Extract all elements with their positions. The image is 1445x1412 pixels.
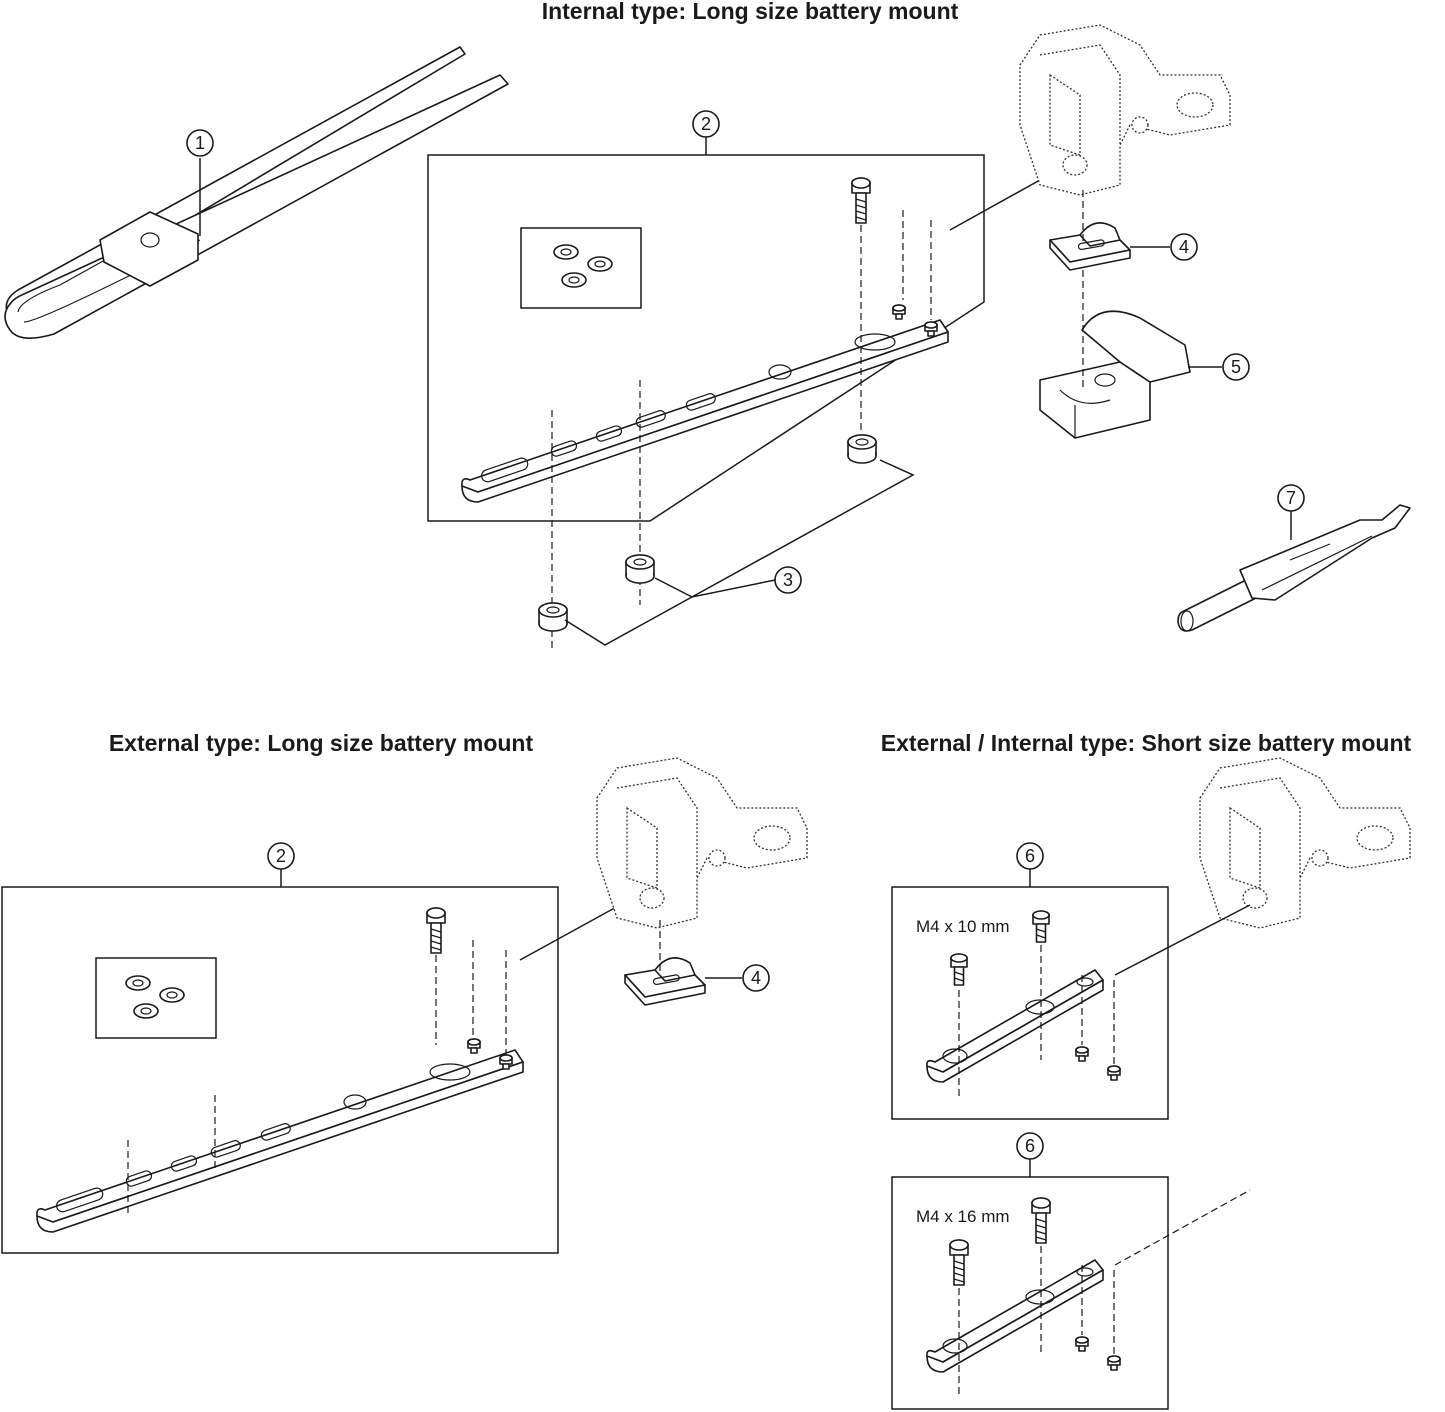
part-5-cover [1039, 310, 1191, 439]
callout-2-internal: 2 [692, 110, 720, 138]
screw-10mm-a [1075, 1046, 1089, 1062]
callout-6-lower: 6 [1016, 1132, 1044, 1160]
part-1-rod [4, 46, 509, 339]
spacer-c [538, 602, 568, 632]
svg-text:2: 2 [701, 114, 711, 134]
callout-2-external: 2 [267, 842, 295, 870]
bolt-16mm-b [1031, 1197, 1051, 1244]
battery-holder-external [596, 757, 808, 929]
callout-7: 7 [1277, 484, 1305, 512]
screw-10mm-b [1107, 1065, 1121, 1081]
screw-internal-a [892, 304, 906, 320]
battery-holder-short [1199, 757, 1411, 929]
svg-text:5: 5 [1231, 357, 1241, 377]
svg-text:7: 7 [1286, 488, 1296, 508]
washer-box-external [95, 957, 217, 1039]
strap-plate-internal [461, 319, 949, 503]
svg-text:3: 3 [783, 570, 793, 590]
callout-3: 3 [774, 566, 802, 594]
strap-plate-external [36, 1049, 524, 1233]
strap-plate-short-10mm [926, 969, 1104, 1083]
bolt-10mm-b [1032, 910, 1050, 943]
svg-text:2: 2 [276, 846, 286, 866]
callout-6-upper: 6 [1016, 842, 1044, 870]
callout-5: 5 [1222, 353, 1250, 381]
svg-text:6: 6 [1025, 846, 1035, 866]
screw-16mm-b [1107, 1355, 1121, 1371]
spacer-b [625, 554, 655, 584]
short-mount-title: External / Internal type: Short size bat… [881, 730, 1412, 756]
bolt-16mm-a [949, 1239, 969, 1286]
part-2-frame-external [1, 886, 559, 1254]
part-2-frame-internal [427, 154, 985, 522]
external-long-title: External type: Long size battery mount [109, 730, 534, 756]
bolt-10mm-a [950, 953, 968, 986]
washers-internal [553, 244, 613, 288]
callout-4-internal: 4 [1170, 233, 1198, 261]
spacer-a [847, 434, 877, 464]
screw-external-a [467, 1038, 481, 1054]
battery-holder-internal [1019, 24, 1231, 196]
internal-long-title: Internal type: Long size battery mount [542, 0, 959, 24]
part-4-clip-external [624, 957, 706, 1006]
svg-text:4: 4 [1179, 237, 1189, 257]
part-4-clip-internal [1049, 222, 1131, 271]
svg-text:4: 4 [751, 968, 761, 988]
callout-1: 1 [186, 129, 214, 157]
washer-box-internal [520, 227, 642, 309]
bolt-internal [851, 177, 871, 224]
spec-label-16mm: M4 x 16 mm [916, 1207, 1010, 1226]
bolt-external [426, 907, 446, 954]
washers-external [125, 975, 185, 1019]
svg-text:1: 1 [195, 133, 205, 153]
part-7-tool [1177, 504, 1411, 632]
svg-text:6: 6 [1025, 1136, 1035, 1156]
callout-4-external: 4 [742, 964, 770, 992]
spec-label-10mm: M4 x 10 mm [916, 917, 1010, 936]
screw-16mm-a [1075, 1336, 1089, 1352]
